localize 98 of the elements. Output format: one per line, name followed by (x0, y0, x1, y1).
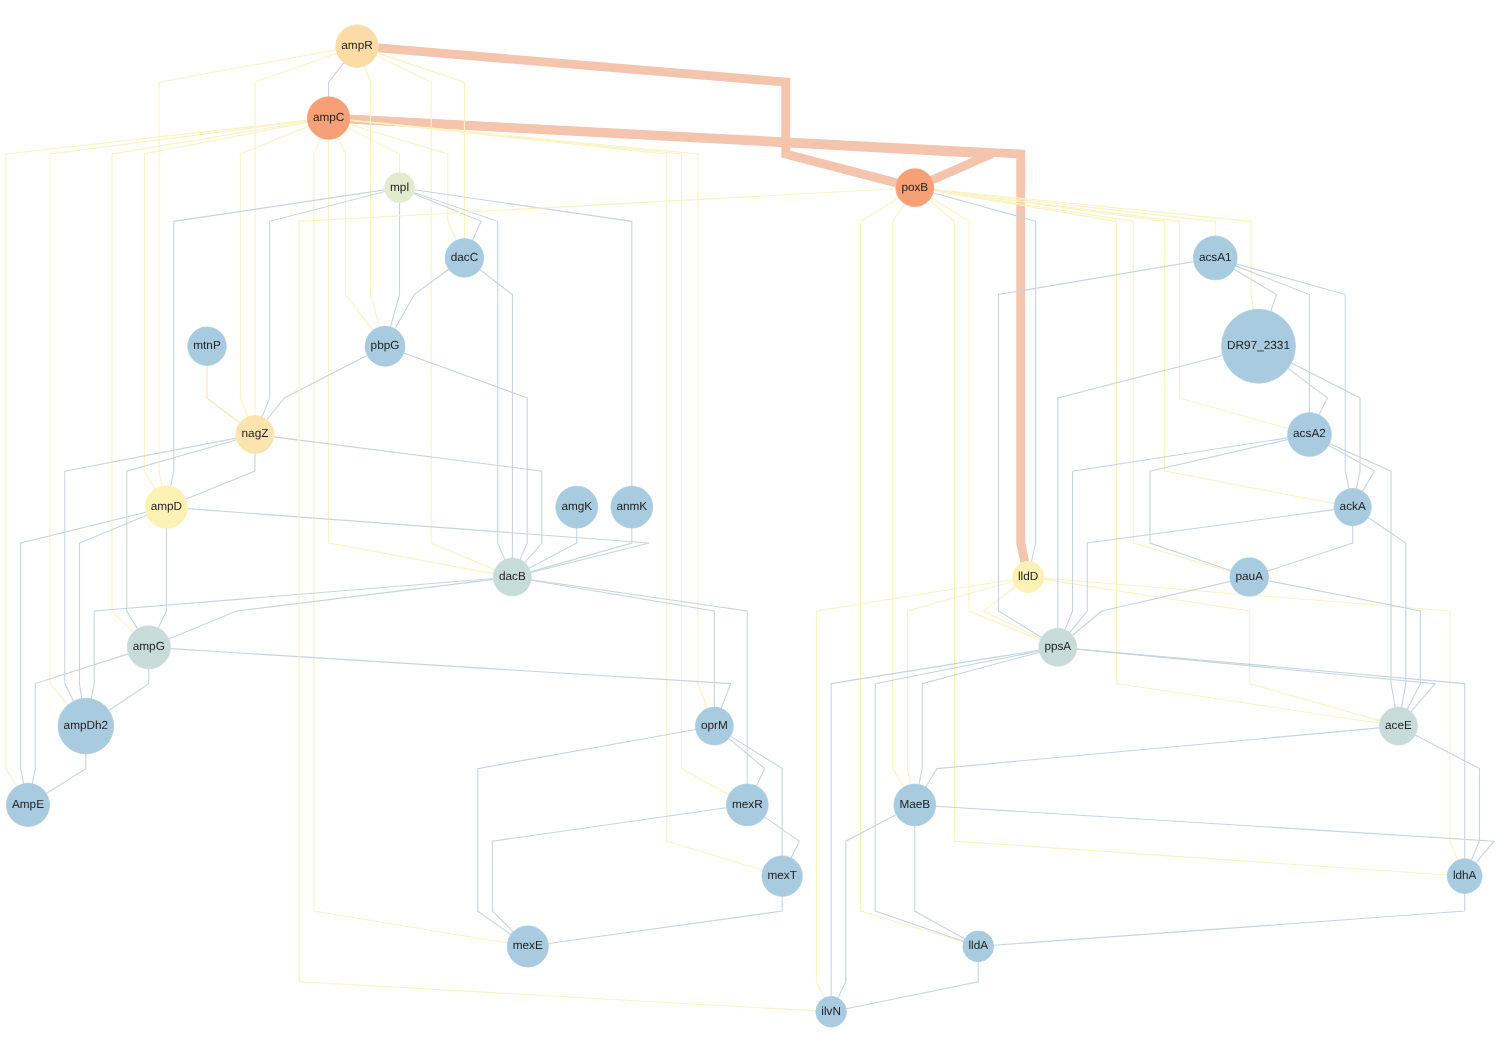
connector (1328, 444, 1376, 492)
connector (347, 127, 401, 174)
connector (1071, 580, 1231, 636)
connector (394, 268, 450, 330)
connector (845, 961, 979, 1010)
connector (1076, 648, 1466, 860)
connector (403, 352, 528, 561)
connector (763, 816, 800, 859)
connector (1233, 268, 1278, 312)
connector (1043, 577, 1459, 861)
connector (933, 189, 1335, 505)
connector (993, 892, 1466, 946)
connector (349, 114, 1030, 563)
connector (930, 197, 1041, 641)
connector (906, 580, 1014, 785)
connector (1367, 516, 1407, 708)
connector (1328, 442, 1396, 708)
connector (168, 578, 495, 640)
connector (928, 199, 1448, 876)
connector (479, 269, 513, 559)
connector (729, 735, 783, 857)
connector (348, 123, 458, 241)
connector (90, 578, 494, 700)
connector (185, 452, 256, 500)
connector (1069, 509, 1335, 634)
connector (157, 527, 167, 629)
connector (349, 119, 709, 709)
connector (5, 119, 309, 787)
connector (349, 119, 764, 871)
connector (914, 825, 966, 940)
connector (31, 653, 129, 785)
connector (413, 192, 506, 561)
connector (1057, 354, 1224, 629)
connector (298, 188, 897, 1012)
connector (530, 579, 748, 785)
connector (860, 197, 965, 943)
connector (528, 527, 578, 569)
connector (1064, 437, 1289, 631)
connector (64, 437, 237, 702)
connector (837, 814, 897, 999)
connector (728, 737, 766, 787)
connector (1287, 367, 1329, 416)
connector (108, 668, 150, 712)
connector (933, 189, 1254, 311)
connector (143, 121, 309, 490)
connector (530, 579, 715, 708)
connector (273, 436, 543, 564)
connector (206, 364, 241, 424)
connector (78, 514, 148, 700)
connector (1267, 525, 1354, 572)
connector (126, 439, 238, 630)
connector (158, 49, 337, 487)
connector (49, 120, 309, 706)
connector (170, 189, 386, 487)
connector (349, 119, 730, 796)
connector (389, 202, 401, 328)
connector (935, 805, 1496, 864)
connector (375, 54, 496, 571)
connector (1235, 263, 1350, 490)
connector (413, 189, 633, 487)
connector (918, 651, 1041, 785)
connector (377, 43, 898, 188)
connector (933, 189, 1289, 430)
connector (815, 578, 1014, 999)
connector (313, 137, 509, 944)
connector (261, 190, 386, 418)
connector (997, 261, 1195, 638)
connector (932, 190, 1381, 724)
connector (874, 650, 1040, 942)
connector (254, 52, 338, 417)
connector (45, 753, 87, 794)
connector (933, 190, 1232, 573)
connector (1235, 265, 1310, 414)
connector (830, 649, 1040, 997)
connector (491, 807, 728, 933)
connector (932, 192, 1037, 563)
connector (328, 138, 495, 575)
connector (1414, 734, 1480, 861)
connector (412, 192, 482, 241)
connector (1290, 362, 1361, 490)
connector (363, 65, 381, 328)
connector (1267, 580, 1422, 710)
connector (530, 527, 633, 573)
connector (239, 125, 310, 418)
connector (1043, 578, 1381, 722)
connector (20, 511, 147, 785)
connector (1149, 438, 1289, 572)
connector (169, 648, 732, 709)
connector (111, 121, 309, 633)
connector (266, 354, 368, 421)
connector (328, 62, 345, 98)
connector (477, 728, 697, 936)
connector (925, 727, 1381, 788)
connector (376, 52, 465, 240)
connector (337, 136, 374, 331)
connector (187, 508, 650, 573)
connector (547, 895, 783, 945)
connector (892, 202, 905, 788)
